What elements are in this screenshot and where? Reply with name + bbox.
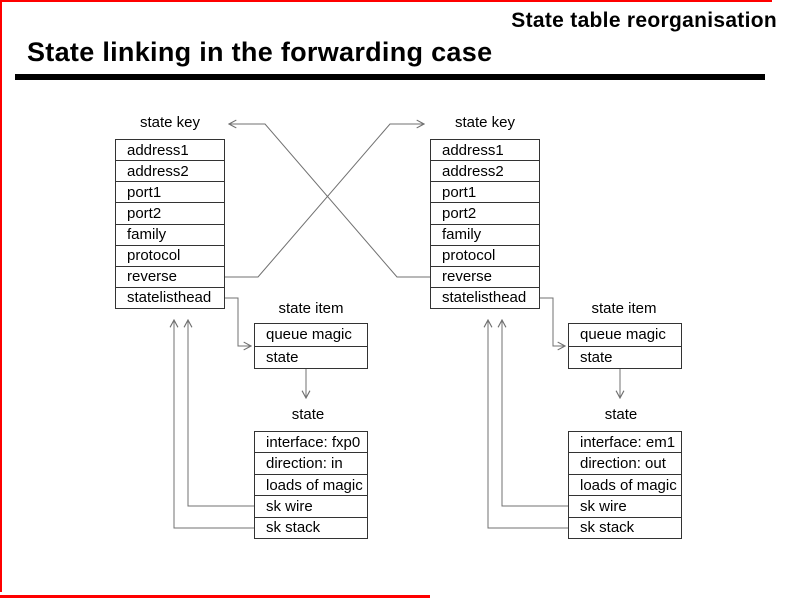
state-item-right-table: queue magic state xyxy=(568,323,682,369)
connector-left-skwire-to-statekey xyxy=(188,320,254,507)
table-row: sk stack xyxy=(569,516,681,538)
table-row: port2 xyxy=(116,202,224,223)
table-row: port1 xyxy=(431,181,539,202)
table-row: interface: em1 xyxy=(580,433,676,451)
table-row: state xyxy=(569,345,681,369)
connector-right-skwire-to-statekey xyxy=(502,320,568,507)
state-item-right-label: state item xyxy=(591,300,657,317)
red-border-top xyxy=(0,0,772,2)
connector-left-reverse-to-right-statekey xyxy=(225,124,424,278)
table-row: direction: out xyxy=(569,452,681,473)
red-border-bottom xyxy=(0,595,430,598)
title-underline xyxy=(15,74,765,80)
connector-left-skstack-to-statekey xyxy=(174,320,254,529)
state-key-left-table: address1 address2 port1 port2 family pro… xyxy=(115,139,225,309)
table-row: loads of magic xyxy=(569,473,681,495)
state-key-right-table: address1 address2 port1 port2 family pro… xyxy=(430,139,540,309)
table-row: family xyxy=(431,223,539,245)
state-left-label: state xyxy=(291,406,325,423)
table-row: sk wire xyxy=(255,495,367,516)
table-row: interface: fxp0 xyxy=(266,433,361,451)
connector-right-reverse-to-left-statekey xyxy=(229,124,430,278)
page-title: State linking in the forwarding case xyxy=(27,37,493,67)
table-row: loads of magic xyxy=(255,473,367,495)
table-row: reverse xyxy=(116,265,224,287)
table-row: sk wire xyxy=(569,495,681,516)
state-key-right-label: state key xyxy=(454,114,516,131)
table-row: reverse xyxy=(431,265,539,287)
table-row: statelisthead xyxy=(116,286,224,308)
table-row: direction: in xyxy=(255,452,367,473)
table-row: port1 xyxy=(116,181,224,202)
table-row: state xyxy=(255,345,367,369)
table-row: address1 xyxy=(127,141,189,159)
state-right-table: interface: em1 direction: out loads of m… xyxy=(568,431,682,539)
table-row: protocol xyxy=(431,244,539,266)
table-row: port2 xyxy=(431,202,539,223)
state-right-label: state xyxy=(604,406,638,423)
table-row: statelisthead xyxy=(431,286,539,308)
table-row: protocol xyxy=(116,244,224,266)
state-item-left-label: state item xyxy=(278,300,344,317)
table-row: address2 xyxy=(431,160,539,181)
connector-right-statelisthead-to-stateitem xyxy=(540,297,565,346)
table-row: sk stack xyxy=(255,516,367,538)
table-row: address2 xyxy=(116,160,224,181)
table-row: queue magic xyxy=(266,326,352,344)
red-border-left xyxy=(0,0,2,592)
state-key-left-label: state key xyxy=(139,114,201,131)
connector-right-skstack-to-statekey xyxy=(488,320,568,529)
connector-left-statelisthead-to-stateitem xyxy=(225,297,251,346)
state-left-table: interface: fxp0 direction: in loads of m… xyxy=(254,431,368,539)
table-row: family xyxy=(116,223,224,245)
table-row: address1 xyxy=(442,141,504,159)
corner-title: State table reorganisation xyxy=(511,9,777,32)
state-item-left-table: queue magic state xyxy=(254,323,368,369)
table-row: queue magic xyxy=(580,326,666,344)
